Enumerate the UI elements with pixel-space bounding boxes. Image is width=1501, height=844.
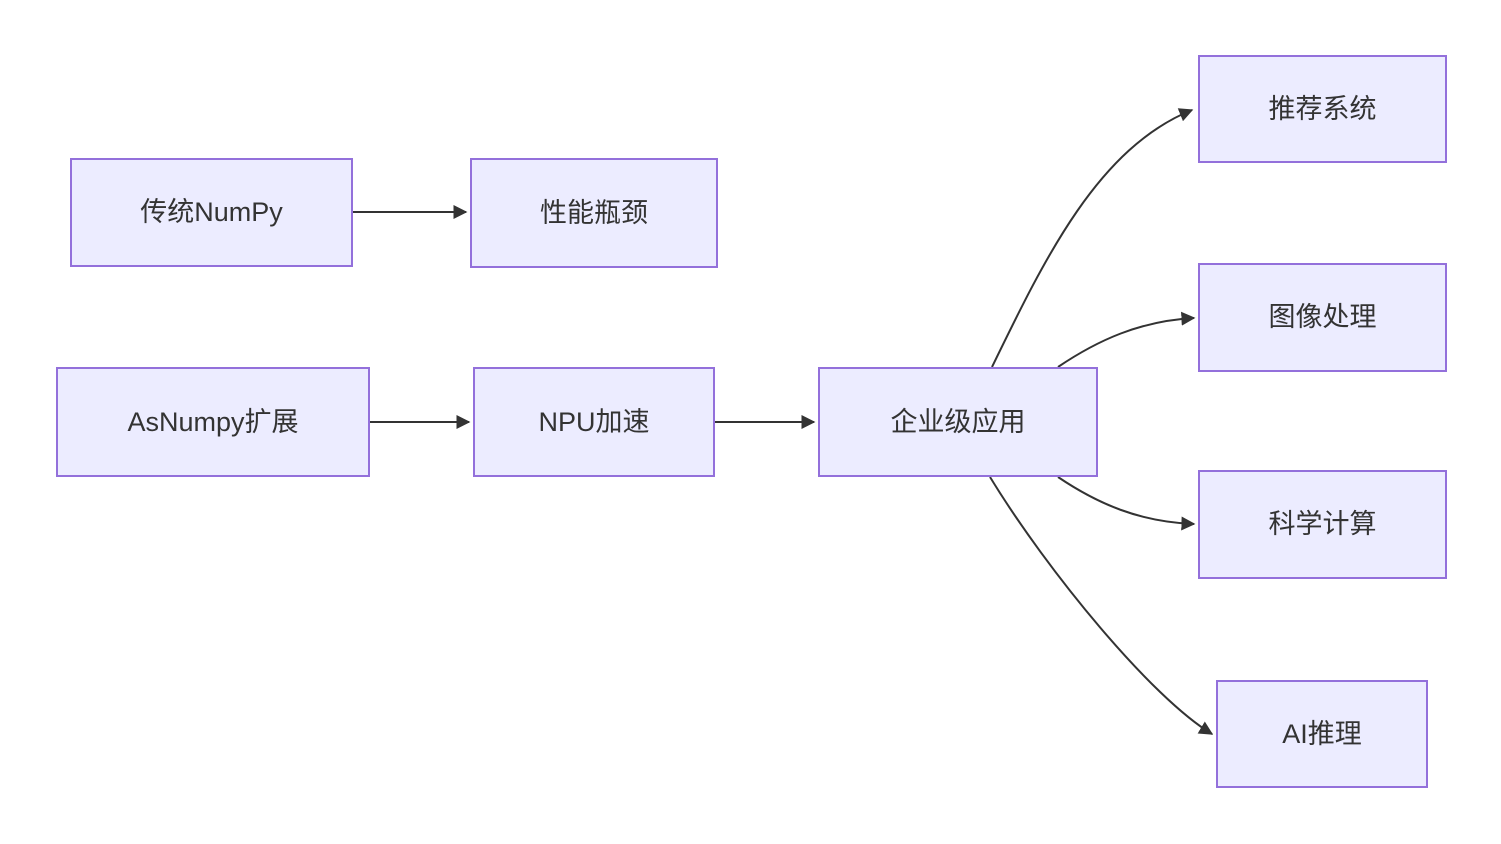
node-asnumpy-extension: AsNumpy扩展 — [56, 367, 370, 477]
node-performance-bottleneck-label: 性能瓶颈 — [540, 197, 648, 228]
node-recommendation-system-label: 推荐系统 — [1268, 93, 1377, 124]
node-image-processing-label: 图像处理 — [1268, 302, 1377, 333]
node-enterprise-application-label: 企业级应用 — [890, 406, 1026, 437]
node-ai-inference-label: AI推理 — [1282, 718, 1362, 749]
node-scientific-computing: 科学计算 — [1198, 470, 1447, 579]
node-scientific-computing-label: 科学计算 — [1268, 509, 1377, 540]
node-recommendation-system: 推荐系统 — [1198, 55, 1447, 163]
node-image-processing: 图像处理 — [1198, 263, 1447, 372]
node-npu-acceleration: NPU加速 — [473, 367, 715, 477]
edge-enterprise-application-to-ai-inference — [989, 476, 1214, 735]
node-npu-acceleration-label: NPU加速 — [538, 406, 650, 437]
node-asnumpy-extension-label: AsNumpy扩展 — [127, 406, 299, 437]
node-traditional-numpy-label: 传统NumPy — [140, 197, 283, 228]
edge-enterprise-application-to-scientific-computing — [1057, 476, 1196, 531]
edge-enterprise-application-to-recommendation-system — [991, 108, 1194, 368]
node-ai-inference: AI推理 — [1216, 680, 1428, 788]
node-traditional-numpy: 传统NumPy — [70, 158, 353, 267]
edge-enterprise-application-to-image-processing — [1057, 311, 1196, 368]
node-enterprise-application: 企业级应用 — [818, 367, 1098, 477]
node-performance-bottleneck: 性能瓶颈 — [470, 158, 718, 268]
